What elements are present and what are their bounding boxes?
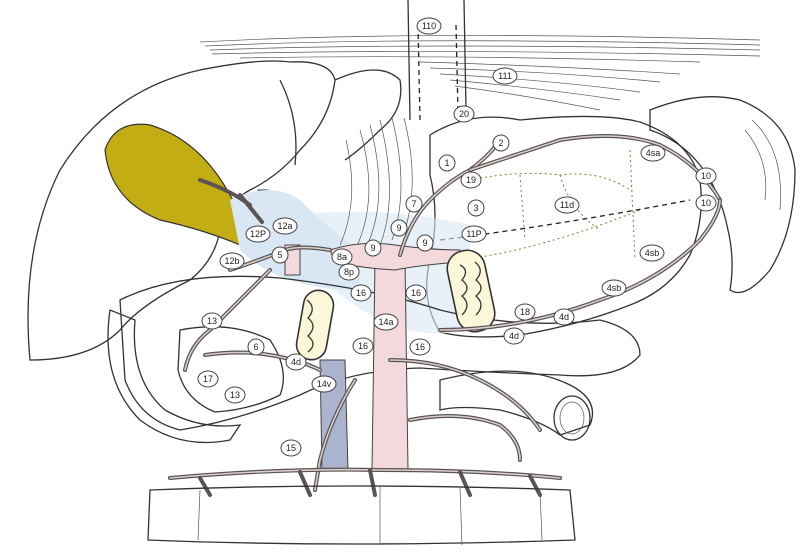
node-label-text: 3	[473, 203, 478, 213]
node-label-16a: 16	[351, 285, 371, 301]
node-label-text: 4d	[291, 357, 301, 367]
node-label-text: 110	[422, 21, 436, 31]
node-label-text: 111	[498, 71, 512, 81]
node-label-16c: 16	[353, 338, 373, 354]
node-label-text: 20	[459, 109, 469, 119]
esophageal-dashes	[418, 25, 458, 120]
node-label-17: 17	[198, 371, 218, 387]
node-label-text: 4d	[559, 312, 569, 322]
duodenum	[108, 310, 240, 443]
node-label-11p: 11P	[462, 226, 486, 242]
node-label-text: 1	[444, 158, 449, 168]
node-label-13a: 13	[202, 313, 222, 329]
node-label-14v: 14v	[312, 376, 336, 392]
node-label-5: 5	[272, 247, 288, 263]
node-label-8a: 8a	[332, 249, 352, 265]
node-label-text: 13	[207, 316, 217, 326]
node-label-14a: 14a	[374, 314, 398, 330]
esophagus	[408, 0, 466, 120]
node-label-text: 12P	[250, 229, 266, 239]
node-label-16d: 16	[410, 339, 430, 355]
node-label-text: 7	[411, 199, 416, 209]
node-label-110: 110	[417, 18, 441, 34]
node-label-text: 2	[498, 138, 503, 148]
node-label-12a: 12a	[273, 218, 297, 234]
node-label-8p: 8p	[339, 264, 359, 280]
node-label-text: 4d	[509, 331, 519, 341]
node-label-text: 13	[230, 390, 240, 400]
node-label-4d3: 4d	[286, 354, 306, 370]
diaphragm	[200, 35, 760, 110]
node-label-text: 14a	[378, 317, 393, 327]
node-label-text: 17	[203, 374, 213, 384]
node-label-text: 16	[358, 341, 368, 351]
node-label-4sa: 4sa	[641, 145, 665, 161]
node-label-text: 10	[701, 171, 711, 181]
node-label-text: 16	[415, 342, 425, 352]
node-label-12p: 12P	[246, 226, 270, 242]
node-label-9a: 9	[365, 240, 381, 256]
node-label-text: 4sb	[645, 248, 660, 258]
node-label-111: 111	[493, 68, 517, 84]
node-label-text: 16	[411, 288, 421, 298]
node-label-text: 5	[277, 250, 282, 260]
node-label-text: 9	[370, 243, 375, 253]
node-label-text: 4sb	[607, 283, 622, 293]
node-label-1: 1	[439, 155, 455, 171]
node-label-4sb2: 4sb	[602, 280, 626, 296]
node-label-text: 11d	[560, 200, 574, 210]
node-label-text: 15	[286, 443, 296, 453]
node-label-4sb: 4sb	[640, 245, 664, 261]
node-label-text: 12b	[224, 256, 239, 266]
node-label-11d: 11d	[555, 197, 579, 213]
node-label-text: 11P	[466, 229, 481, 239]
node-label-12b: 12b	[220, 253, 244, 269]
node-label-text: 4sa	[646, 148, 661, 158]
node-label-19: 19	[461, 172, 481, 188]
node-label-text: 16	[356, 288, 366, 298]
node-label-4d: 4d	[554, 309, 574, 325]
node-label-15: 15	[281, 440, 301, 456]
node-label-2: 2	[493, 135, 509, 151]
node-label-3: 3	[468, 200, 484, 216]
node-label-text: 9	[422, 238, 427, 248]
transverse-colon	[148, 470, 575, 545]
node-label-6: 6	[248, 339, 264, 355]
right-adrenal	[294, 288, 336, 362]
node-label-10b: 10	[696, 195, 716, 211]
node-label-9c: 9	[417, 235, 433, 251]
node-label-13b: 13	[225, 387, 245, 403]
node-label-text: 8a	[337, 252, 347, 262]
node-label-text: 9	[396, 223, 401, 233]
node-label-18: 18	[515, 304, 535, 320]
node-label-text: 6	[253, 342, 258, 352]
node-label-text: 12a	[277, 221, 292, 231]
node-label-16b: 16	[406, 285, 426, 301]
node-label-10a: 10	[696, 168, 716, 184]
node-label-20: 20	[454, 106, 474, 122]
node-label-4d2: 4d	[504, 328, 524, 344]
node-label-text: 8p	[344, 267, 354, 277]
node-label-text: 18	[520, 307, 530, 317]
node-label-9b: 9	[391, 220, 407, 236]
node-label-7: 7	[406, 196, 422, 212]
node-label-text: 19	[466, 175, 476, 185]
node-label-text: 10	[701, 198, 711, 208]
node-label-text: 14v	[317, 379, 332, 389]
